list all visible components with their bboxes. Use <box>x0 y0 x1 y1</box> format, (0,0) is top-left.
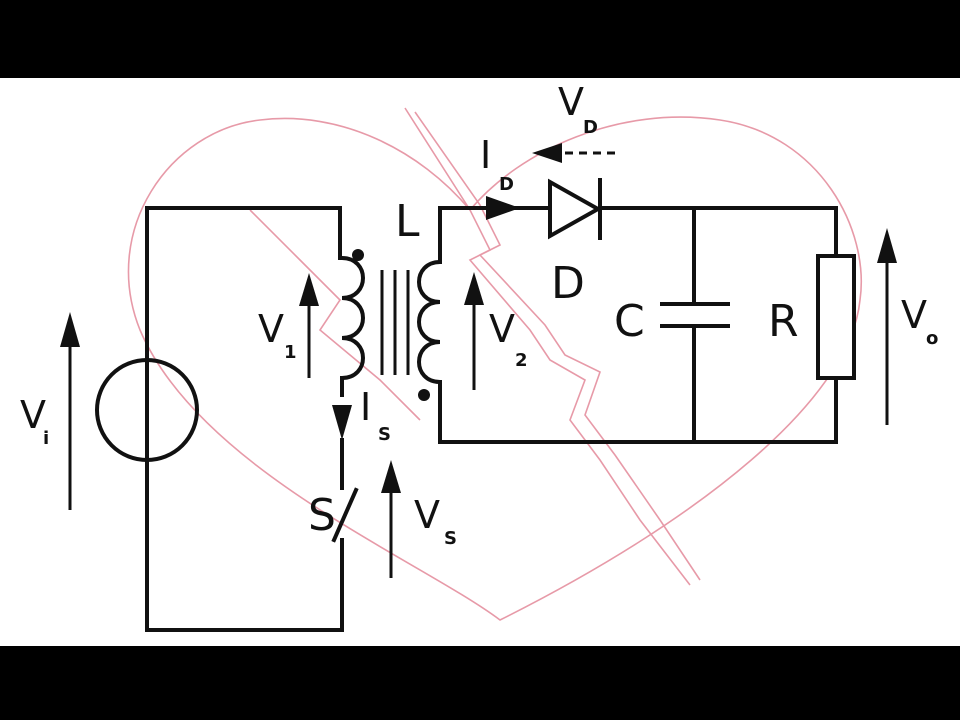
heart-watermark <box>127 107 862 621</box>
primary-dot-icon <box>352 249 364 261</box>
secondary-dot-icon <box>418 389 430 401</box>
capacitor-label: C <box>614 296 645 347</box>
switch-label: S <box>308 490 336 541</box>
vi-subscript: i <box>43 428 49 449</box>
capacitor-icon <box>660 302 730 328</box>
primary-winding-icon <box>339 255 365 381</box>
id-label: I <box>480 133 491 177</box>
secondary-winding-icon <box>417 259 443 385</box>
vo-label: V <box>901 293 927 337</box>
transformer-core-icon <box>380 270 410 375</box>
vo-arrow <box>877 228 897 425</box>
is-label: I <box>360 385 371 429</box>
vo-subscript: o <box>926 328 938 349</box>
resistor-icon <box>816 254 856 380</box>
v1-arrow <box>299 273 319 378</box>
input-wires <box>145 206 344 632</box>
v2-subscript: 2 <box>515 350 528 371</box>
v1-subscript: 1 <box>284 342 297 363</box>
id-subscript: D <box>499 174 514 195</box>
v2-arrow <box>464 272 484 390</box>
output-wires <box>438 206 838 444</box>
vs-label: V <box>414 493 440 537</box>
diode-label: D <box>551 258 585 309</box>
resistor-label: R <box>768 296 799 347</box>
vd-label: V <box>558 80 584 124</box>
vi-label: V <box>20 393 46 437</box>
id-arrow <box>486 196 520 220</box>
switch-icon <box>331 474 359 602</box>
vs-arrow <box>381 460 401 578</box>
vi-arrow <box>60 312 80 510</box>
vs-subscript: S <box>444 528 457 549</box>
diode-icon <box>548 178 603 240</box>
voltage-source-icon <box>95 358 199 462</box>
inductor-label: L <box>395 196 420 247</box>
is-arrow <box>332 405 352 440</box>
v2-label: V <box>489 307 515 351</box>
is-subscript: S <box>378 424 391 445</box>
v1-label: V <box>258 307 284 351</box>
vd-subscript: D <box>583 117 598 138</box>
vd-arrow <box>532 143 615 163</box>
